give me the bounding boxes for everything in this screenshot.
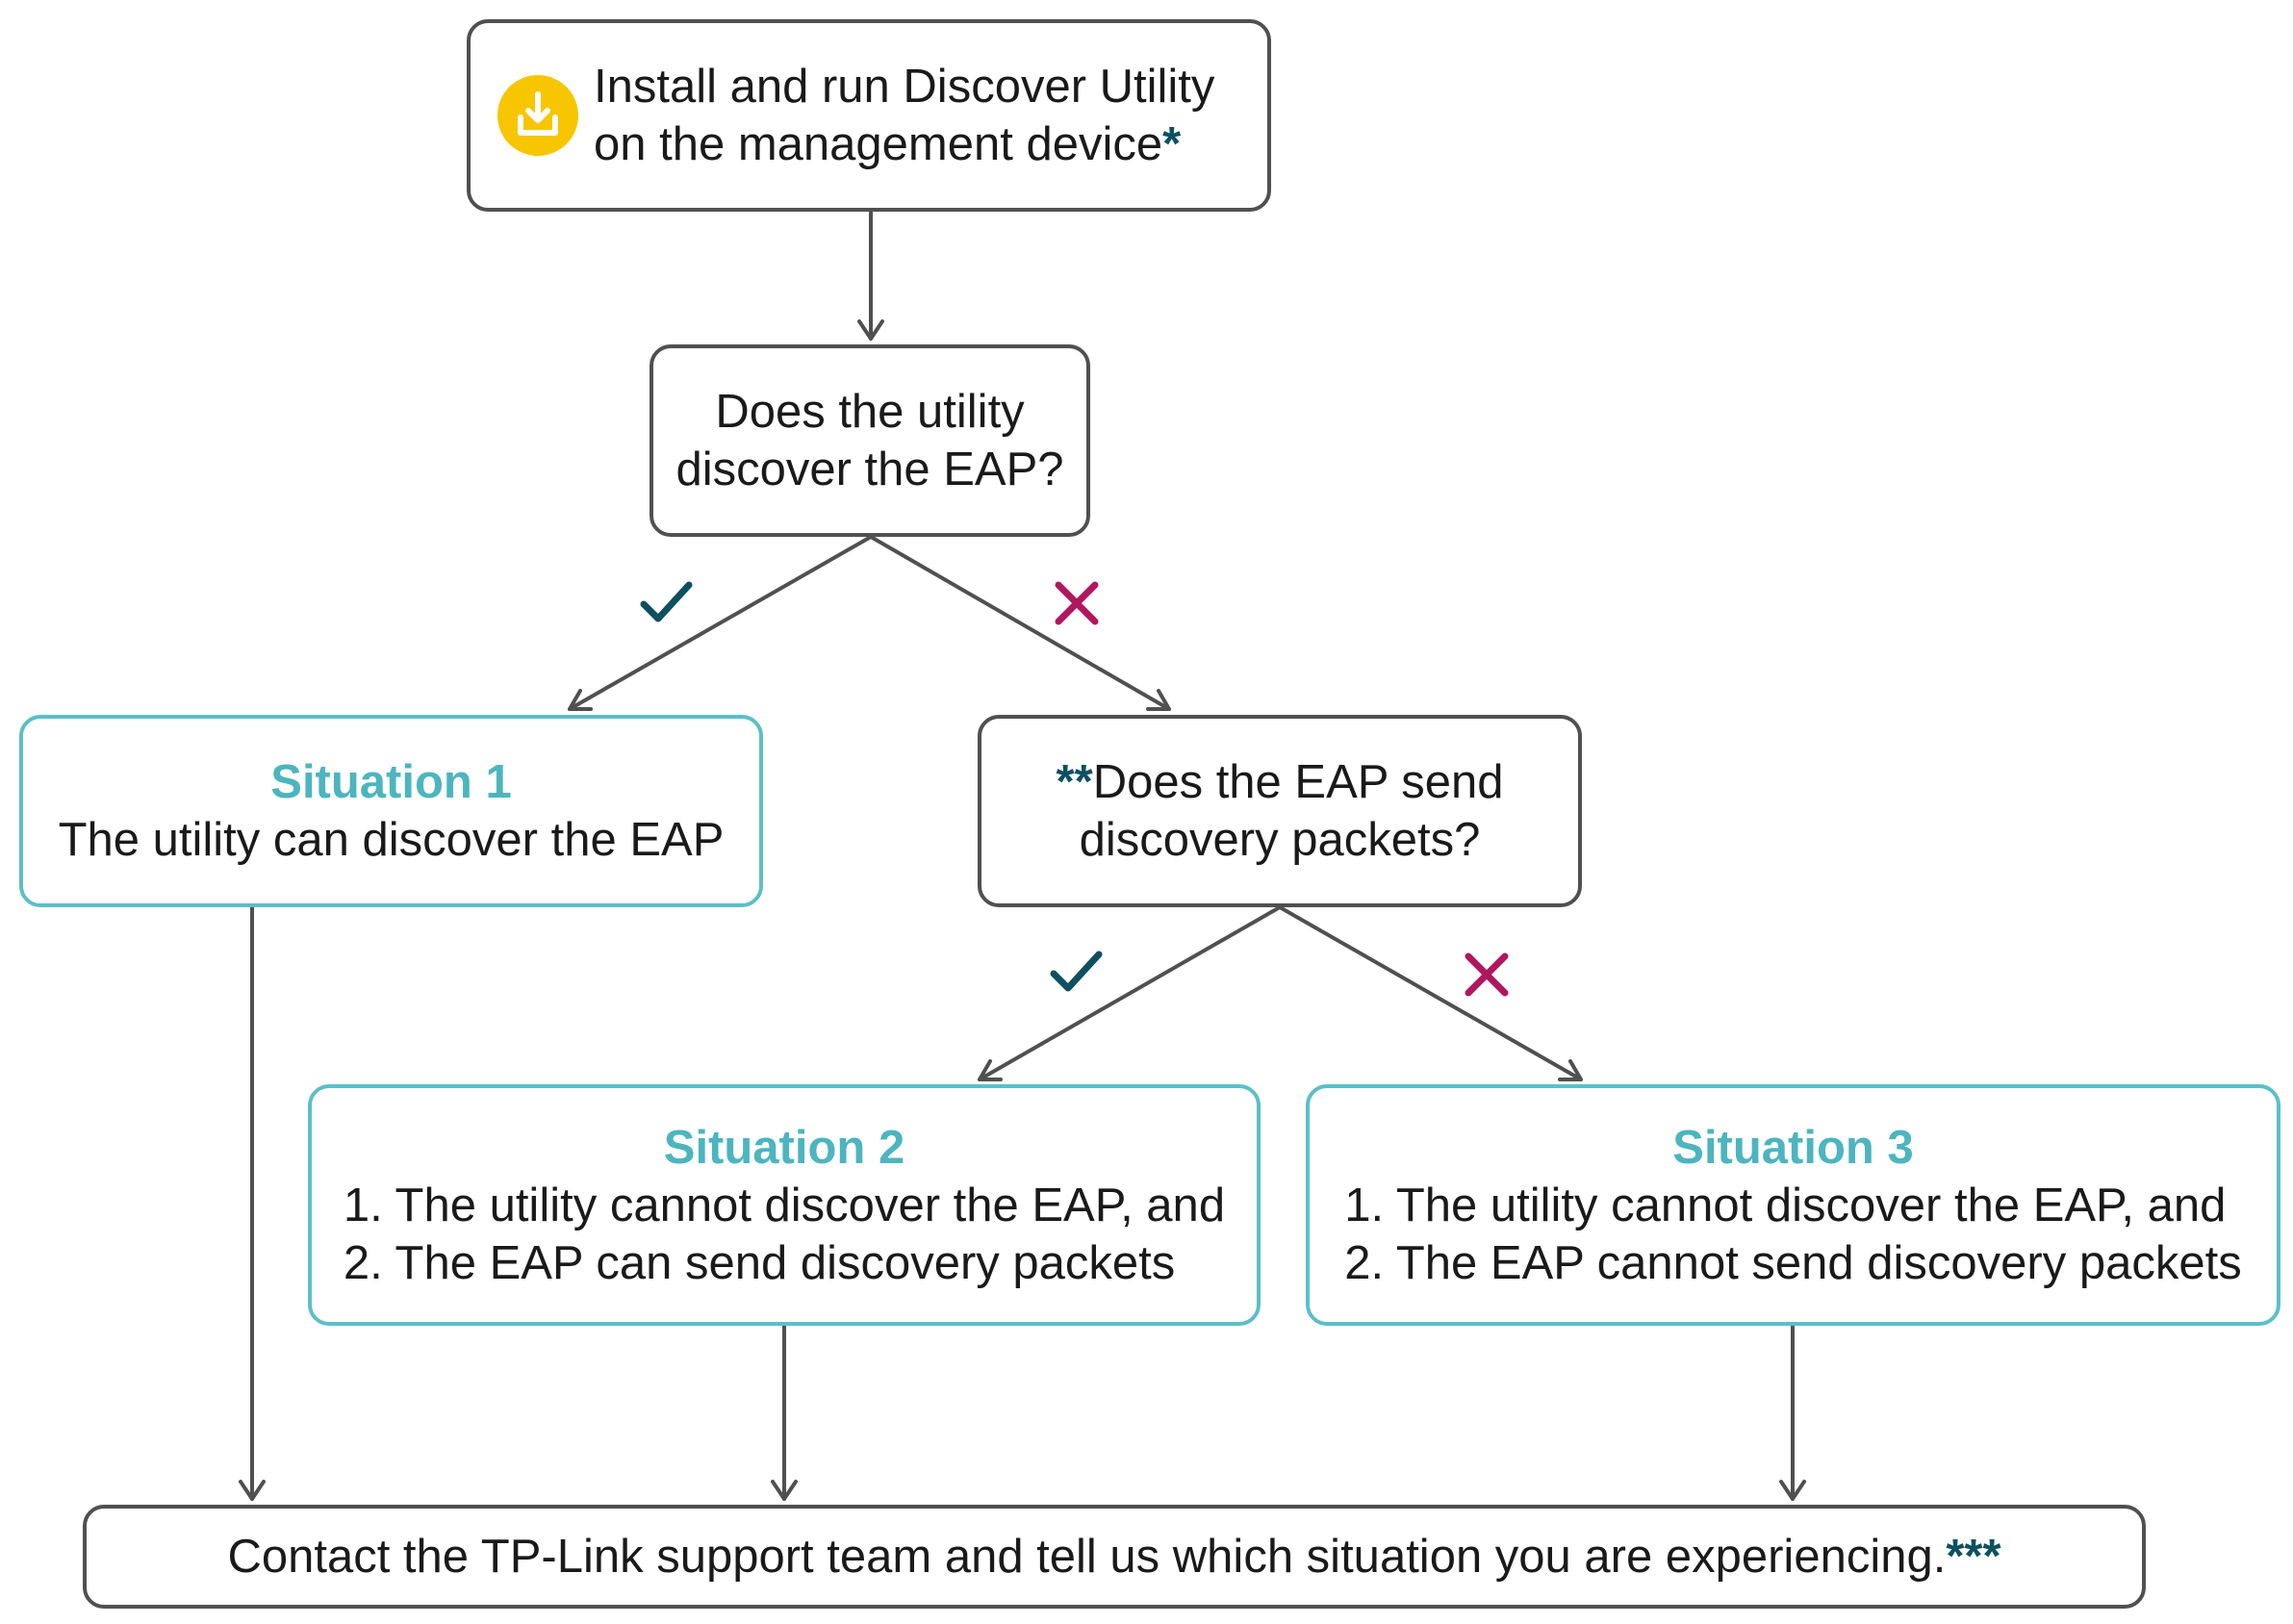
arrowhead-final-1 xyxy=(239,1480,266,1501)
question1-line-2: discover the EAP? xyxy=(675,444,1064,495)
arrowhead-situation2 xyxy=(978,1059,1003,1081)
situation1-box: Situation 1 The utility can discover the… xyxy=(19,715,763,907)
arrow-question2-to-situation3 xyxy=(1278,905,1583,1081)
arrowhead-situation3 xyxy=(1558,1059,1583,1081)
situation2-heading: Situation 2 xyxy=(663,1121,905,1174)
footnote-marker: * xyxy=(1162,118,1182,170)
arrowhead-question1 xyxy=(857,319,884,341)
situation2-box: Situation 2 1. The utility cannot discov… xyxy=(308,1084,1261,1326)
arrow-question1-to-question2 xyxy=(869,535,1171,711)
cross-icon xyxy=(1465,952,1509,997)
question2-box: **Does the EAP send discovery packets? xyxy=(978,715,1582,907)
situation2-line-2: 2. The EAP can send discovery packets xyxy=(343,1236,1176,1289)
download-icon xyxy=(497,75,578,156)
footnote-marker: ** xyxy=(1056,756,1093,808)
arrow-question1-to-situation1 xyxy=(568,535,873,711)
final-text: Contact the TP-Link support team and tel… xyxy=(227,1531,2001,1583)
situation2-line-1: 1. The utility cannot discover the EAP, … xyxy=(343,1179,1226,1231)
situation3-heading: Situation 3 xyxy=(1672,1121,1914,1174)
start-line-2: on the management device* xyxy=(594,118,1182,170)
arrowhead-final-2 xyxy=(771,1480,798,1501)
situation3-box: Situation 3 1. The utility cannot discov… xyxy=(1306,1084,2280,1326)
situation1-line-1: The utility can discover the EAP xyxy=(58,814,725,866)
arrowhead-question2 xyxy=(1146,689,1171,711)
question2-line-2: discovery packets? xyxy=(1079,814,1481,866)
final-box: Contact the TP-Link support team and tel… xyxy=(83,1505,2146,1609)
situation3-line-2: 2. The EAP cannot send discovery packets xyxy=(1344,1236,2242,1289)
start-line-1: Install and run Discover Utility xyxy=(594,61,1215,113)
arrowhead-situation1 xyxy=(568,689,593,711)
check-icon xyxy=(1050,951,1103,992)
question1-box: Does the utility discover the EAP? xyxy=(650,344,1090,537)
footnote-marker: *** xyxy=(1946,1531,2001,1583)
situation3-line-1: 1. The utility cannot discover the EAP, … xyxy=(1344,1179,2227,1231)
arrowhead-final-3 xyxy=(1779,1480,1806,1501)
question2-line-1: **Does the EAP send xyxy=(1056,756,1504,808)
start-box: Install and run Discover Utility on the … xyxy=(467,19,1271,212)
check-icon xyxy=(640,581,693,622)
situation1-heading: Situation 1 xyxy=(270,756,512,808)
arrow-question2-to-situation2 xyxy=(978,905,1282,1081)
question1-line-1: Does the utility xyxy=(715,386,1025,438)
cross-icon xyxy=(1055,581,1099,625)
